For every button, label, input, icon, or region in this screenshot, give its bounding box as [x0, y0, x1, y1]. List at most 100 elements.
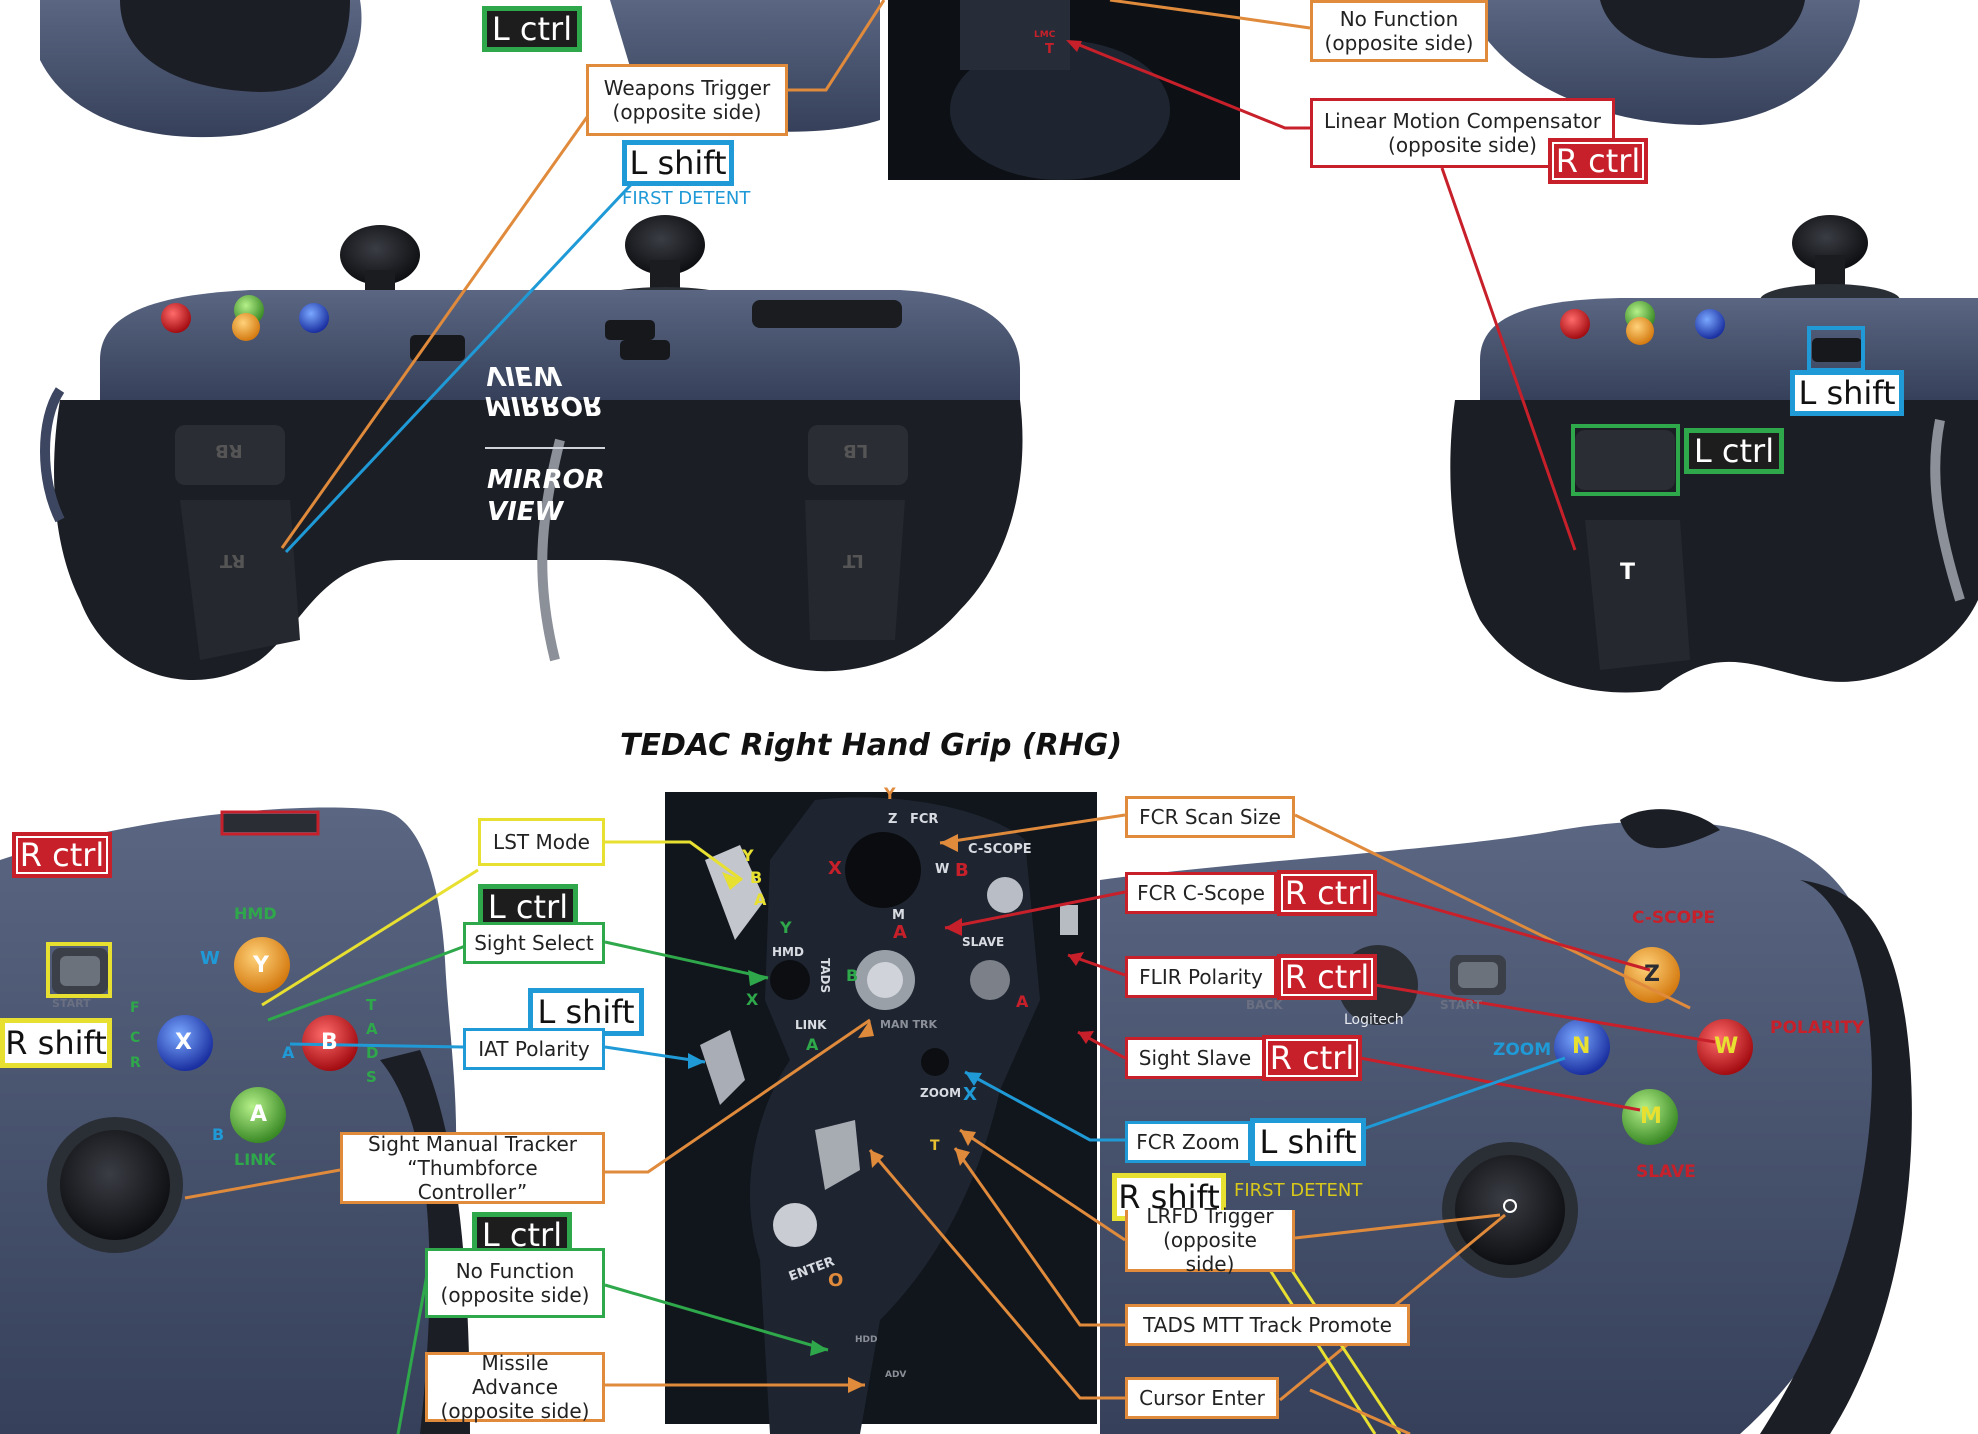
start-text-right: START [1440, 998, 1483, 1012]
panel-x2: X [963, 1084, 977, 1105]
iat-polarity-label: IAT Polarity [463, 1028, 605, 1070]
back-text-right: BACK [1246, 998, 1283, 1012]
l-ctrl-key-nofunc: L ctrl [472, 1212, 572, 1258]
weapons-trigger-label: Weapons Trigger (opposite side) [586, 64, 788, 136]
l-ctrl-key-top-left: L ctrl [482, 6, 582, 52]
first-detent-label-top: FIRST DETENT [622, 188, 751, 209]
t-mark-right: T [1620, 560, 1636, 585]
btn-z-right: Z [1644, 962, 1660, 987]
tads-mtt-label: TADS MTT Track Promote [1125, 1304, 1410, 1346]
btn-x-left: X [175, 1030, 192, 1055]
tads-a-text: A [366, 1020, 378, 1038]
missile-advance-line1: Missile Advance [471, 1351, 559, 1399]
rb-top-text: RB [215, 440, 243, 461]
lmc-line1: Linear Motion Compensator [1323, 109, 1601, 133]
first-detent-label-bottom: FIRST DETENT [1234, 1180, 1363, 1201]
lrfd-trigger-line1: LRFD Trigger [1146, 1203, 1274, 1228]
mirror-view-reversed: MIRROR VIEW [485, 360, 603, 420]
l-ctrl-key-right: L ctrl [1684, 428, 1784, 474]
panel-lmc-text: LMC [1034, 30, 1056, 40]
l-shift-key-right: L shift [1790, 370, 1904, 416]
r-ctrl-key-slave: R ctrl [1262, 1035, 1362, 1081]
sight-manual-tracker-line2: “Thumbforce Controller” [407, 1156, 538, 1204]
panel-a1: A [893, 922, 907, 943]
lrfd-trigger-label: LRFD Trigger (opposite side) [1125, 1204, 1295, 1276]
bottom-leaders [184, 813, 1716, 1434]
l-shift-key-top: L shift [622, 140, 734, 186]
r-ctrl-key-cscope: R ctrl [1277, 870, 1377, 916]
panel-c-scope: C-SCOPE [968, 842, 1032, 857]
weapons-trigger-line1: Weapons Trigger [603, 76, 771, 100]
fcr-zoom-label: FCR Zoom [1125, 1121, 1251, 1163]
lb-highlight-box [220, 810, 320, 836]
slave-text: SLAVE [1636, 1162, 1696, 1182]
fcr-c-text: C [130, 1030, 141, 1046]
c-scope-text: C-SCOPE [1632, 908, 1716, 928]
panel-m: M [892, 908, 905, 923]
panel-o: O [828, 1270, 844, 1291]
tads-t-text: T [366, 996, 377, 1014]
panel-a4: A [1016, 992, 1029, 1011]
fcr-scan-size-label: FCR Scan Size [1125, 796, 1295, 838]
sight-manual-tracker-label: Sight Manual Tracker “Thumbforce Control… [340, 1132, 605, 1204]
btn-a-left: A [250, 1102, 268, 1127]
link-text: LINK [234, 1150, 276, 1169]
fcr-f-text: F [130, 1000, 140, 1016]
flir-polarity-label: FLIR Polarity [1125, 956, 1277, 998]
panel-y2: Y [742, 846, 754, 865]
mirror-view-line2: VIEW [487, 497, 564, 527]
panel-tads: TADS [818, 958, 832, 994]
zoom-text: ZOOM [1493, 1040, 1552, 1060]
no-function-bottom-line1: No Function [455, 1259, 575, 1283]
panel-man-trk: MAN TRK [880, 1018, 937, 1031]
hmd-text: HMD [234, 904, 277, 923]
panel-w: W [935, 862, 950, 877]
panel-fcr: FCR [910, 812, 939, 827]
lt-top-text: LT [843, 550, 864, 571]
r-ctrl-key-lmc: R ctrl [1548, 138, 1648, 184]
panel-a2: A [754, 890, 767, 909]
no-function-top-line2: (opposite side) [1324, 31, 1474, 55]
r-ctrl-key-flir: R ctrl [1277, 954, 1377, 1000]
weapons-trigger-leader [280, 109, 594, 549]
polarity-text: POLARITY [1770, 1018, 1865, 1038]
sight-slave-label: Sight Slave [1125, 1037, 1265, 1079]
panel-slave: SLAVE [962, 935, 1005, 949]
panel-x3: X [746, 990, 759, 1009]
l-shift-leader [284, 173, 642, 554]
panel-b2: B [846, 966, 859, 985]
lmc-leader [1071, 40, 1310, 130]
r-ctrl-rt-leader [1440, 167, 1577, 551]
lmc-line2: (opposite side) [1388, 133, 1537, 157]
bottom-arrowheads [688, 834, 1094, 1393]
lrfd-trigger-line2: (opposite side) [1163, 1227, 1257, 1276]
weapons-trigger-line2: (opposite side) [612, 100, 762, 124]
a-text-left: A [282, 1043, 295, 1062]
panel-y3: Y [780, 918, 792, 937]
panel-b1: B [750, 868, 763, 887]
btn-w-right: W [1714, 1034, 1739, 1059]
rear-gamepad [40, 215, 1023, 680]
no-function-top-line1: No Function [1339, 7, 1459, 31]
no-function-top-label: No Function (opposite side) [1310, 0, 1488, 62]
tads-d-text: D [366, 1044, 379, 1062]
cursor-enter-label: Cursor Enter [1125, 1377, 1279, 1419]
fcr-r-text: R [130, 1055, 141, 1071]
btn-n-right: N [1572, 1034, 1591, 1059]
no-function-bottom-line2: (opposite side) [440, 1283, 590, 1307]
panel-hmd: HMD [772, 945, 804, 959]
mirror-view-line1: MIRROR [487, 465, 605, 495]
fcr-c-scope-label: FCR C-Scope [1125, 872, 1277, 914]
w-text-left: W [200, 948, 220, 969]
panel-t-text: T [1045, 42, 1054, 57]
panel-zoom: ZOOM [920, 1086, 962, 1100]
tads-s-text: S [366, 1068, 377, 1086]
back-highlight-box [46, 942, 112, 998]
panel-tt: T [930, 1138, 940, 1154]
no-function-leader [1109, 0, 1311, 30]
r-ctrl-key-left: R ctrl [12, 832, 112, 878]
btn-b-left: B [321, 1030, 338, 1055]
logitech-text: Logitech [1344, 1012, 1404, 1028]
lb-top-text: LB [843, 440, 869, 461]
